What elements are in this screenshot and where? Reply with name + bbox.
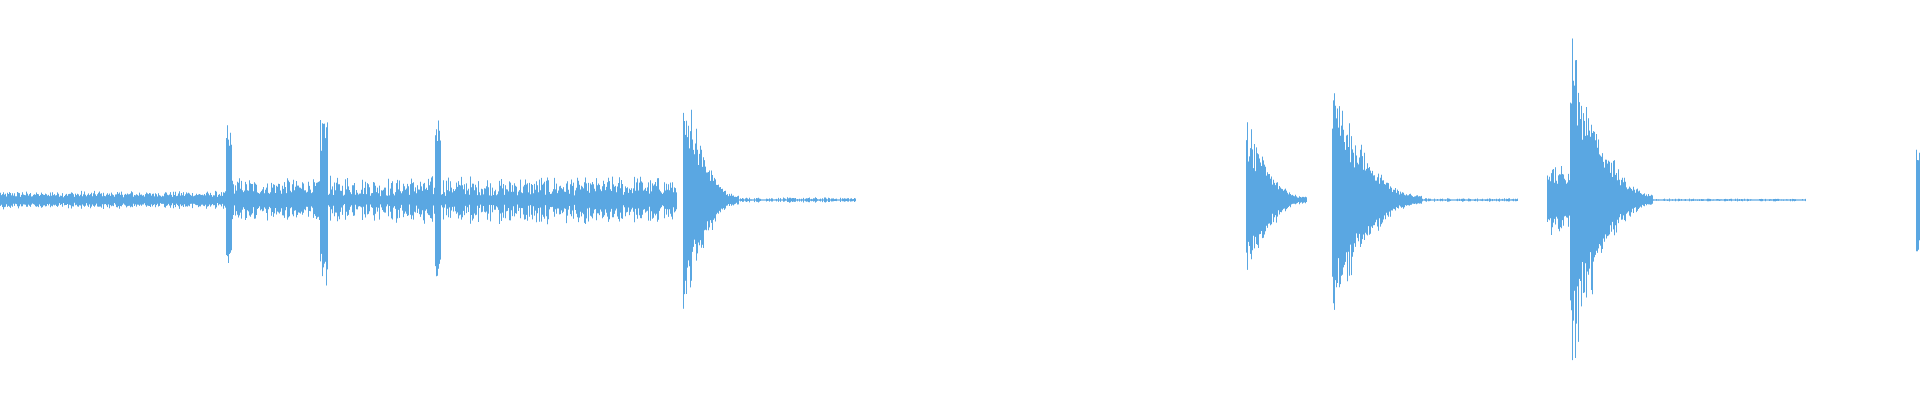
waveform-path [0, 38, 1920, 361]
waveform-bars [0, 38, 1920, 361]
